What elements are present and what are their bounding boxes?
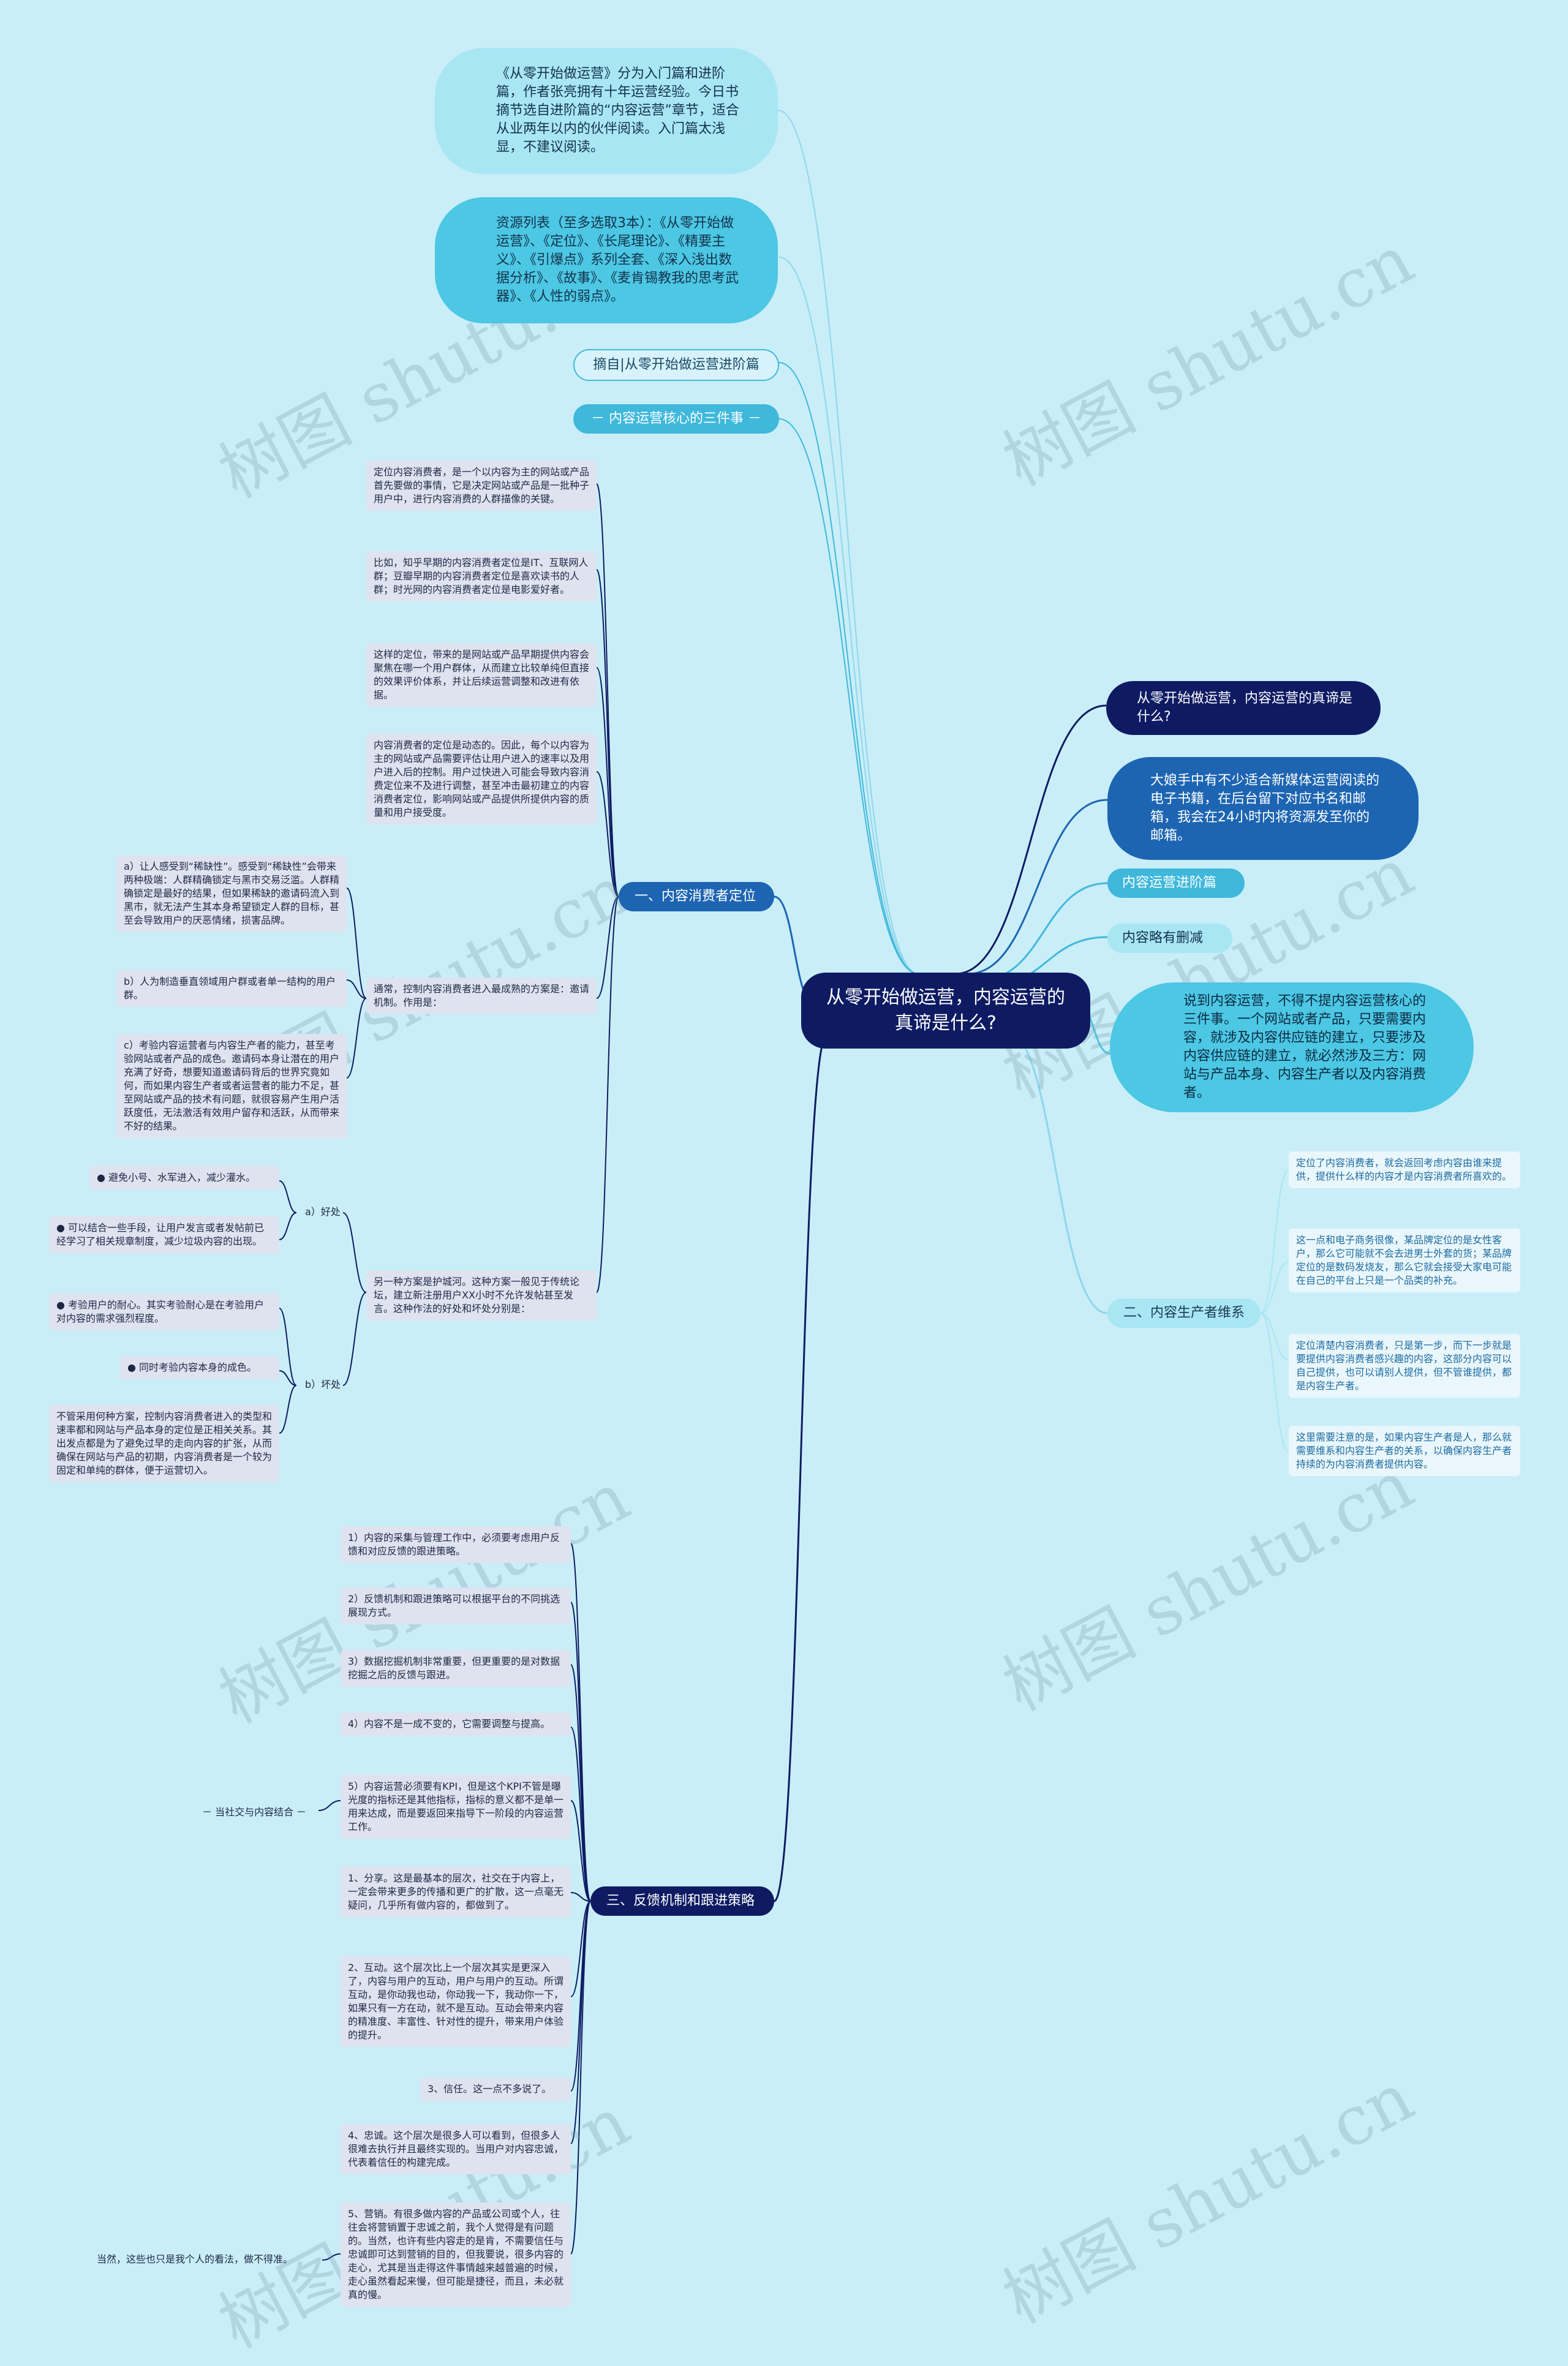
link-invite-leaf <box>346 887 367 999</box>
moat-cons-label: b）坏处 <box>305 1379 341 1390</box>
social-content-label: － 当社交与内容结合 － <box>202 1806 307 1818</box>
link-sec3-leaf <box>570 1727 591 1902</box>
moat-con-item: ● 同时考验内容本身的成色。 <box>120 1356 279 1379</box>
link-sec1-leaf <box>596 569 619 897</box>
sec3-item: 5）内容运营必须要有KPI，但是这个KPI不管是曝光度的指标还是其他指标，指标的… <box>341 1775 571 1839</box>
link-sec1-leaf <box>596 896 619 1293</box>
link-sec3-leaf <box>570 1901 591 1997</box>
link-sec2-leaf <box>1260 1313 1289 1452</box>
link-sec2-leaf <box>1260 1313 1289 1360</box>
moat-pro-item: ● 避免小号、水军进入，减少灌水。 <box>89 1166 279 1189</box>
sec1-item: 定位内容消费者，是一个以内容为主的网站或产品首先要做的事情，它是决定网站或产品是… <box>366 461 597 511</box>
sec3-item: 1、分享。这是最基本的层次，社交在于内容上，一定会带来更多的传播和更广的扩散，这… <box>341 1867 571 1917</box>
link-invite-leaf <box>346 998 367 1079</box>
link-con-leaf <box>279 1385 297 1434</box>
sec2-item: 这一点和电子商务很像，某品牌定位的是女性客户，那么它可能就不会去进男士外套的货；… <box>1289 1229 1520 1292</box>
moat-pros-label: a）好处 <box>305 1206 341 1218</box>
moat-con-item: ● 考验用户的耐心。其实考验耐心是在考验用户对内容的需求强烈程度。 <box>49 1294 279 1330</box>
intro-core-pill[interactable]: － 内容运营核心的三件事 － <box>573 404 779 434</box>
sec3-item: 5、营销。有很多做内容的产品或公司或个人，往往会将营销置于忠诚之前，我个人觉得是… <box>341 2202 571 2307</box>
link-root-right <box>1004 1028 1108 1314</box>
link-moat-pros <box>342 1212 367 1293</box>
sec1-item: 内容消费者的定位是动态的。因此，每个以内容为主的网站或产品需要评估让用户进入的速… <box>366 734 597 824</box>
sec1-label[interactable]: 一、内容消费者定位 <box>619 882 774 911</box>
sec2-label[interactable]: 二、内容生产者维系 <box>1107 1298 1261 1328</box>
bullet-icon: ● <box>127 1362 140 1373</box>
sec3-item: 1）内容的采集与管理工作中，必须要考虑用户反馈和对应反馈的跟进策略。 <box>341 1526 571 1563</box>
link-con-leaf <box>279 1370 297 1386</box>
sec3-note: 当然，这些也只是我个人的看法，做不得准。 <box>97 2253 293 2265</box>
link-pro-leaf <box>279 1180 297 1213</box>
link-sec1-leaf <box>596 896 619 999</box>
moat-con-text: 同时考验内容本身的成色。 <box>139 1362 257 1373</box>
link-root-intro <box>777 110 919 974</box>
sec2-item: 定位清楚内容消费者，只是第一步，而下一步就是要提供内容消费者感兴趣的内容，这部分… <box>1289 1334 1520 1398</box>
link-sec1-leaf <box>596 771 619 897</box>
sec3-item: 2）反馈机制和跟进策略可以根据平台的不同挑选展现方式。 <box>341 1588 571 1624</box>
sec3-item: 2、互动。这个层次比上一个层次其实是更深入了，内容与用户的互动，用户与用户的互动… <box>341 1956 571 2047</box>
link-note <box>322 2253 341 2261</box>
link-invite-leaf <box>346 979 367 999</box>
link-root-intro <box>778 418 919 974</box>
sec2-item: 这里需要注意的是，如果内容生产者是人，那么就需要维系和内容生产者的关系，以确保内… <box>1289 1426 1520 1476</box>
invite-effect: b）人为制造垂直领域用户群或者单一结构的用户群。 <box>116 970 347 1007</box>
moat-con-text: 考验用户的耐心。其实考验耐心是在考验用户对内容的需求强烈程度。 <box>56 1299 265 1324</box>
link-root-intro <box>778 362 919 974</box>
link-root-intro <box>778 257 919 974</box>
moat-pro-text: 可以结合一些手段，让用户发言或者发帖前已经学习了相关规章制度，减少垃圾内容的出现… <box>56 1222 265 1247</box>
root-topic[interactable]: 从零开始做运营，内容运营的真谛是什么? <box>801 973 1090 1049</box>
link-sec3-leaf <box>570 1892 591 1902</box>
right-abridged-pill[interactable]: 内容略有删减 <box>1107 924 1232 953</box>
link-root-sec3 <box>773 1034 828 1902</box>
link-sec3-leaf <box>570 1664 591 1902</box>
sec3-item: 4、忠诚。这个层次是很多人可以看到，但很多人很难去执行并且最终实现的。当用户对内… <box>341 2124 571 2174</box>
moat-pro-text: 避免小号、水军进入，减少灌水。 <box>108 1172 256 1183</box>
link-con-leaf <box>279 1308 297 1386</box>
link-root-right <box>979 882 1108 981</box>
link-sec2-leaf <box>1260 1169 1289 1314</box>
sec3-label[interactable]: 三、反馈机制和跟进策略 <box>590 1886 774 1916</box>
sec1-moat-node: 另一种方案是护城河。这种方案一般见于传统论坛，建立新注册用户XX小时不允许发帖甚… <box>366 1270 597 1321</box>
intro-source-pill[interactable]: 摘自|从零开始做运营进阶篇 <box>573 349 779 381</box>
link-social <box>318 1800 341 1811</box>
sec3-item: 3）数据挖掘机制非常重要，但更重要的是对数据挖掘之后的反馈与跟进。 <box>341 1650 571 1687</box>
link-root-right <box>967 799 1108 975</box>
link-sec3-leaf <box>570 1901 591 2144</box>
link-pro-leaf <box>279 1212 297 1240</box>
sec3-item: 4）内容不是一成不变的，它需要调整与提高。 <box>341 1712 571 1736</box>
bullet-icon: ● <box>56 1222 69 1234</box>
right-resource-offer[interactable]: 大娘手中有不少适合新媒体运营阅读的电子书籍，在后台留下对应书名和邮箱，我会在24… <box>1107 757 1419 860</box>
intro-bubble-resources[interactable]: 资源列表（至多选取3本）：《从零开始做运营》、《定位》、《长尾理论》、《精要主义… <box>435 197 778 323</box>
link-sec3-leaf <box>570 1800 591 1902</box>
invite-effect: a）让人感受到“稀缺性”。感受到“稀缺性”会带来两种极端：人群精确锁定与黑市交易… <box>116 855 347 932</box>
sec2-item: 定位了内容消费者，就会返回考虑内容由谁来提供，提供什么样的内容才是内容消费者所喜… <box>1289 1151 1520 1188</box>
sec3-item: 3、信任。这一点不多说了。 <box>420 2078 571 2101</box>
sec1-item: 这样的定位，带来的是网站或产品早期提供内容会聚焦在哪一个用户群体，从而建立比较单… <box>366 643 597 707</box>
sec1-item: 比如，知乎早期的内容消费者定位是IT、互联网人群；豆瓣早期的内容消费者定位是喜欢… <box>366 551 597 601</box>
right-core-summary[interactable]: 说到内容运营，不得不提内容运营核心的三件事。一个网站或者产品，只要需要内容，就涉… <box>1110 982 1474 1112</box>
link-sec2-leaf <box>1260 1261 1289 1314</box>
right-title-node[interactable]: 从零开始做运营，内容运营的真谛是什么? <box>1106 681 1381 735</box>
bullet-icon: ● <box>56 1299 69 1311</box>
link-root-right <box>955 704 1107 975</box>
intro-bubble-summary[interactable]: 《从零开始做运营》分为入门篇和进阶篇，作者张亮拥有十年运营经验。今日书摘节选自进… <box>435 48 778 174</box>
sec1-invite-node: 通常，控制内容消费者进入最成熟的方案是：邀请机制。作用是： <box>366 978 597 1014</box>
link-moat-cons <box>342 1292 367 1386</box>
link-sec1-leaf <box>596 667 619 897</box>
right-advanced-pill[interactable]: 内容运营进阶篇 <box>1107 868 1245 898</box>
link-sec3-leaf <box>570 1901 591 2255</box>
invite-effect: c）考验内容运营者与内容生产者的能力，甚至考验网站或者产品的成色。邀请码本身让潜… <box>116 1034 347 1138</box>
moat-note: 不管采用何种方案，控制内容消费者进入的类型和速率都和网站与产品本身的定位是正相关… <box>49 1405 279 1482</box>
moat-pro-item: ● 可以结合一些手段，让用户发言或者发帖前已经学习了相关规章制度，减少垃圾内容的… <box>49 1216 279 1253</box>
bullet-icon: ● <box>97 1172 109 1183</box>
